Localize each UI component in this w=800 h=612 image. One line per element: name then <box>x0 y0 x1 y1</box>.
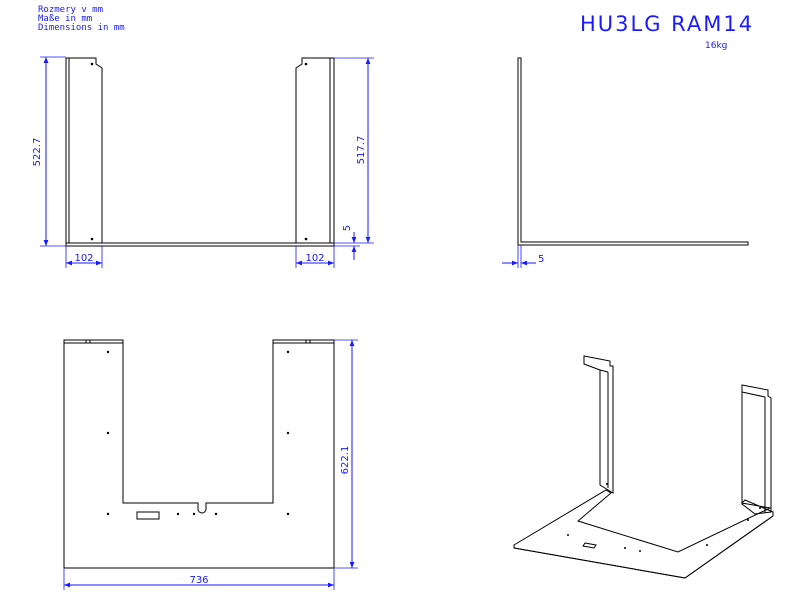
iso-base-front-edge <box>513 547 686 579</box>
hole <box>106 431 110 435</box>
front-left-hole-top <box>90 62 94 66</box>
dim-front-left-height: 522.7 <box>32 138 43 167</box>
hole <box>176 512 180 516</box>
top-slot <box>136 511 160 520</box>
iso-base-plate <box>513 489 774 579</box>
hole <box>567 534 569 536</box>
top-view: 622.1 736 <box>63 339 358 590</box>
iso-left-fold <box>599 369 609 373</box>
dim-front-left-width: 102 <box>74 253 93 264</box>
dim-front-base-thickness: 5 <box>342 225 353 231</box>
side-profile <box>517 57 749 246</box>
iso-holes <box>567 483 761 552</box>
isometric-view <box>513 355 774 579</box>
dim-side-thickness: 5 <box>538 254 544 265</box>
top-right-tab <box>305 339 311 344</box>
front-right-upright <box>295 57 335 244</box>
hole <box>106 350 110 354</box>
iso-left-upright <box>583 355 614 494</box>
iso-base-right-edge <box>684 515 774 579</box>
iso-slot <box>582 542 597 549</box>
units-note: Rozmery v mm Maße in mm Dimensions in mm <box>38 6 125 33</box>
dim-top-width: 736 <box>189 575 208 586</box>
front-right-hole-top <box>304 62 308 66</box>
hole <box>192 512 196 516</box>
hole <box>706 544 708 546</box>
dim-front-right-height: 517.7 <box>356 136 367 165</box>
top-holes <box>106 350 290 516</box>
units-line-en: Dimensions in mm <box>38 23 125 33</box>
dim-front-right-width: 102 <box>305 253 324 264</box>
part-weight: 16kg <box>705 41 728 51</box>
iso-right-upright <box>741 384 772 515</box>
units-line-sk: Rozmery v mm <box>38 5 104 15</box>
part-title: HU3LG RAM14 <box>580 12 755 36</box>
hole <box>214 512 218 516</box>
hole <box>106 512 110 516</box>
side-view: 5 <box>502 57 749 268</box>
iso-right-fold <box>741 391 766 398</box>
hole <box>286 431 290 435</box>
units-line-de: Maße in mm <box>38 14 93 24</box>
hole <box>639 550 641 552</box>
dim-top-depth: 622.1 <box>340 446 351 475</box>
hole <box>286 350 290 354</box>
front-view: 522.7 517.7 5 102 102 <box>32 56 374 268</box>
front-right-hole-bottom <box>304 237 308 241</box>
hole <box>759 507 761 509</box>
front-left-hole-bottom <box>90 237 94 241</box>
hole <box>747 519 749 521</box>
hole <box>286 512 290 516</box>
hole <box>624 547 626 549</box>
hole <box>606 483 608 485</box>
top-outline <box>63 339 335 569</box>
front-left-upright <box>65 57 103 244</box>
top-left-tab <box>85 339 91 344</box>
front-base-plate <box>65 242 335 247</box>
